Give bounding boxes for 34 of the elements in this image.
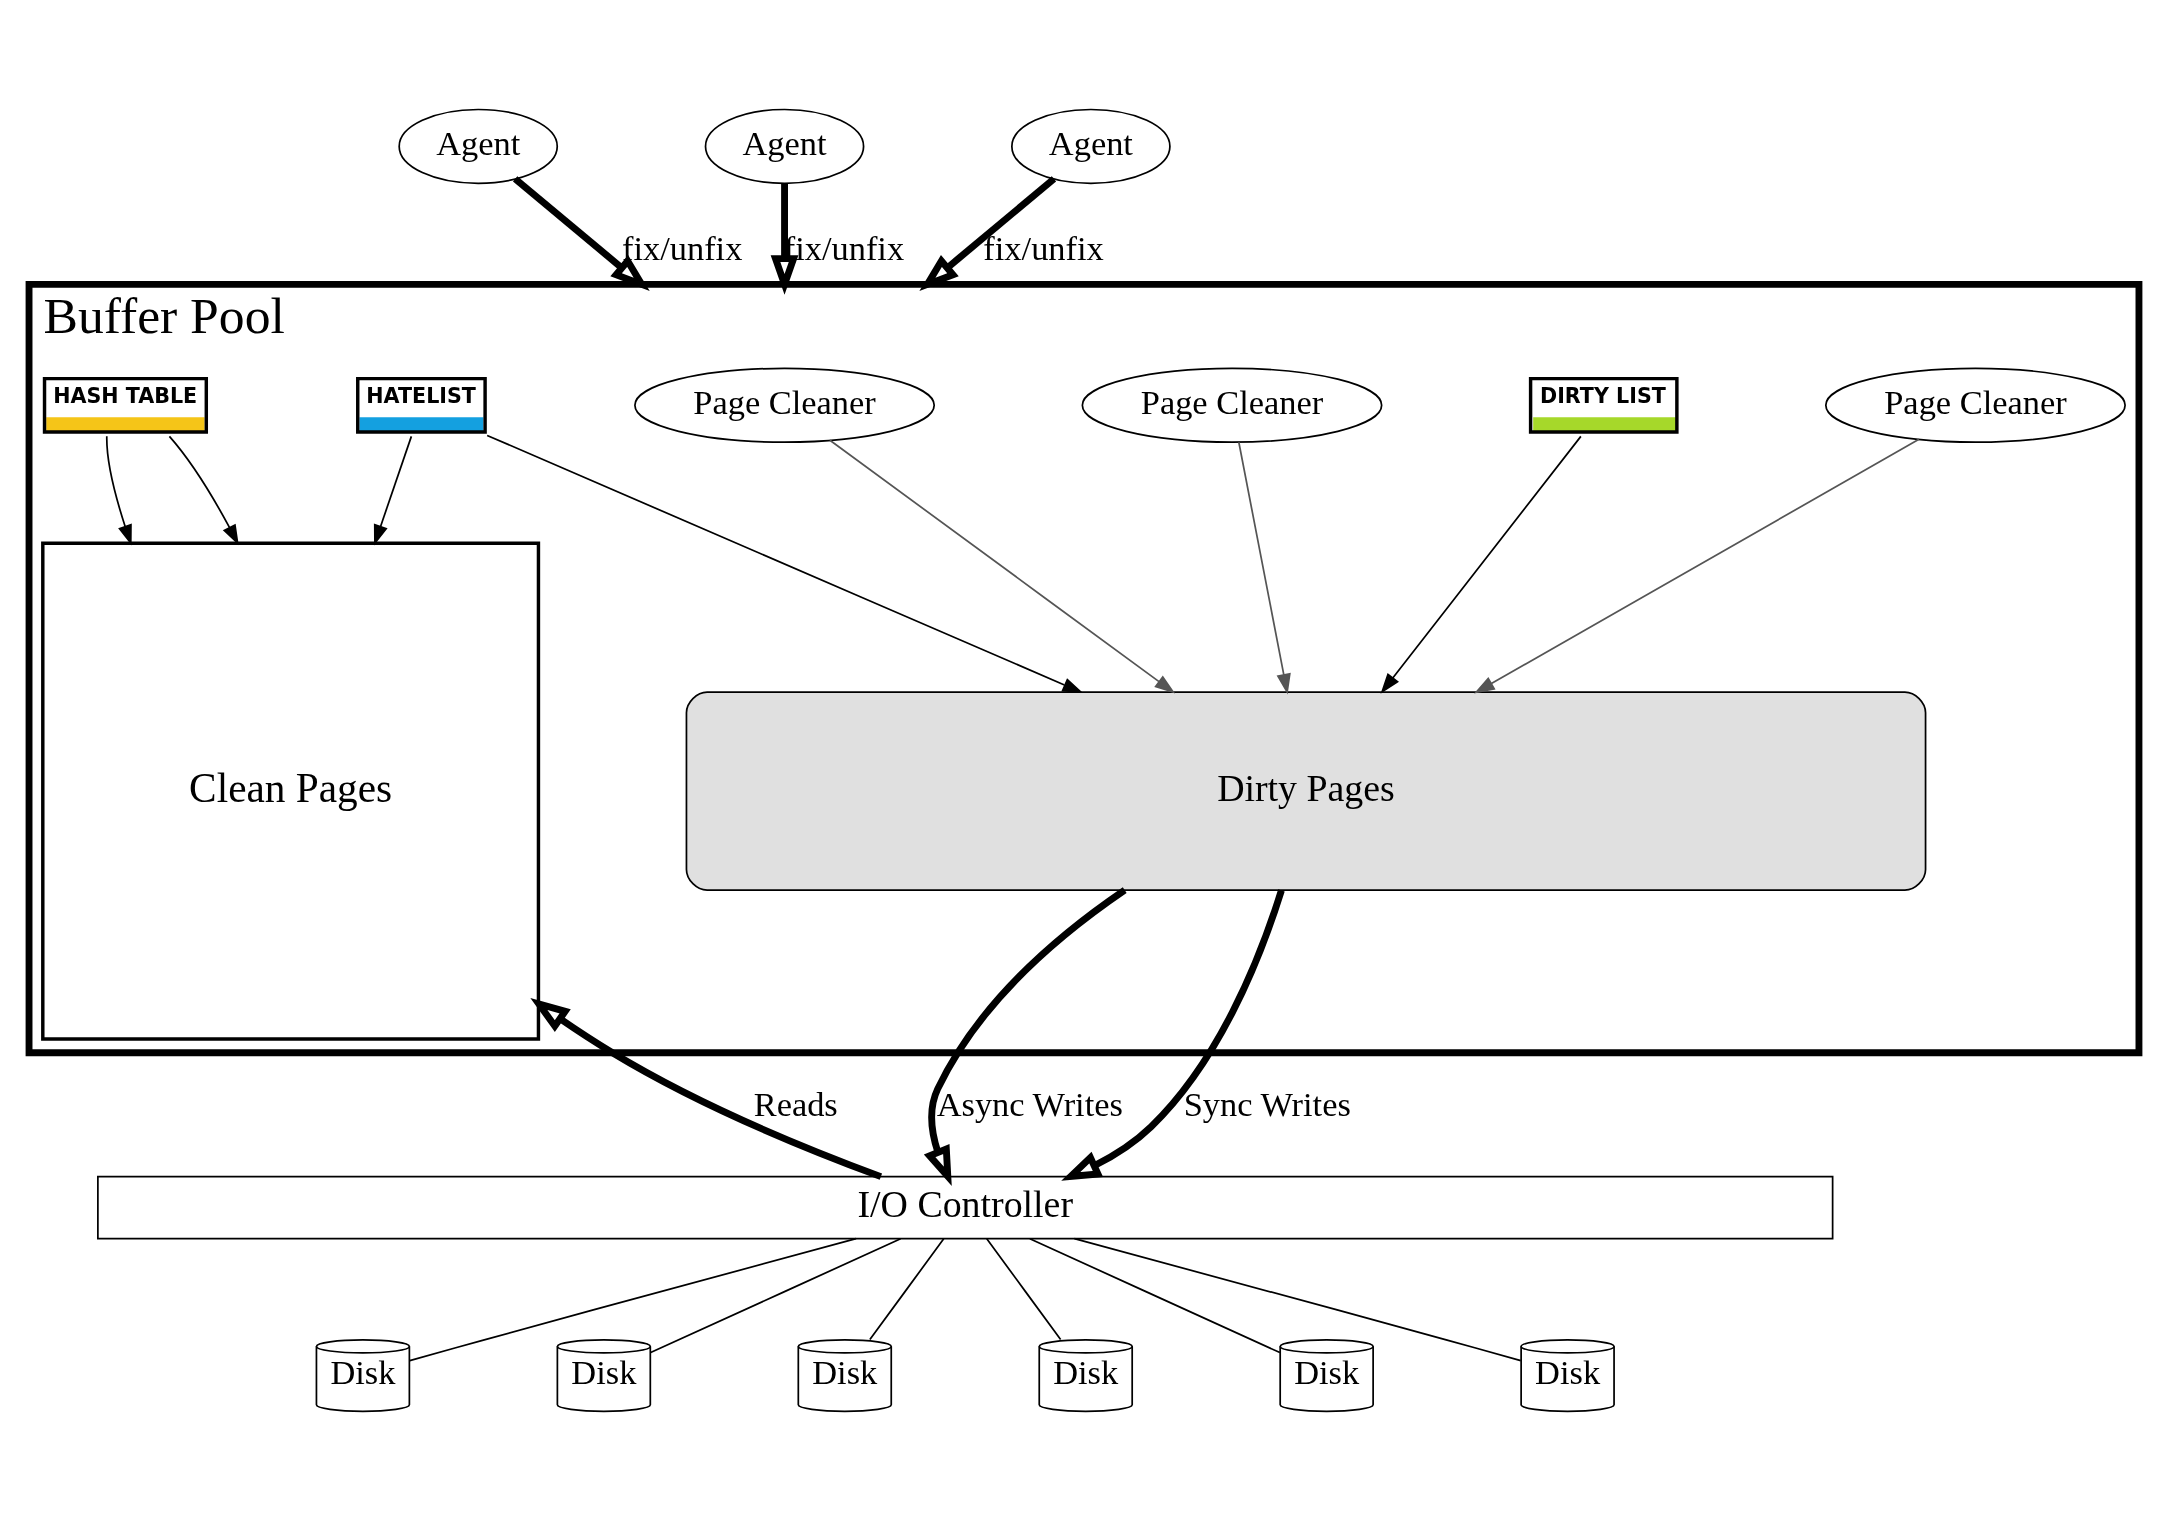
arrow: [919, 175, 1057, 291]
arrow: [1380, 435, 1582, 694]
arrow: [486, 434, 1084, 693]
connector: [408, 1237, 857, 1361]
node-box: Dirty Pages: [685, 690, 1927, 891]
node-ellipse: Agent: [398, 108, 559, 184]
node-ellipse: Agent: [1011, 108, 1171, 184]
edge-label: Reads: [753, 1084, 838, 1123]
connector: [1029, 1237, 1281, 1353]
arrow: [373, 435, 413, 545]
node-box: I/O Controller: [97, 1175, 1834, 1239]
arrow: [530, 997, 883, 1180]
edge-label: Sync Writes: [1183, 1084, 1351, 1123]
arrow: [923, 886, 1127, 1186]
arrow: [512, 175, 650, 291]
connector: [985, 1237, 1062, 1340]
arrow: [105, 435, 132, 545]
connector: [1073, 1237, 1522, 1361]
arrow: [1474, 437, 1920, 693]
node-ellipse: Page Cleaner: [634, 367, 936, 443]
arrow: [1061, 888, 1285, 1181]
edge-label: fix/unfix: [621, 228, 743, 267]
node-ellipse: Page Cleaner: [1081, 367, 1383, 443]
arrow: [829, 438, 1176, 693]
edge-label: Async Writes: [936, 1084, 1123, 1123]
arrow: [770, 182, 799, 295]
node-ellipse: Page Cleaner: [1824, 367, 2126, 443]
node-box: Clean Pages: [41, 541, 541, 1041]
arrow: [168, 435, 239, 545]
edge-label: fix/unfix: [983, 228, 1104, 267]
arrow: [1238, 440, 1291, 694]
connector: [649, 1237, 902, 1353]
node-ellipse: Agent: [704, 108, 865, 184]
connector: [869, 1237, 945, 1340]
